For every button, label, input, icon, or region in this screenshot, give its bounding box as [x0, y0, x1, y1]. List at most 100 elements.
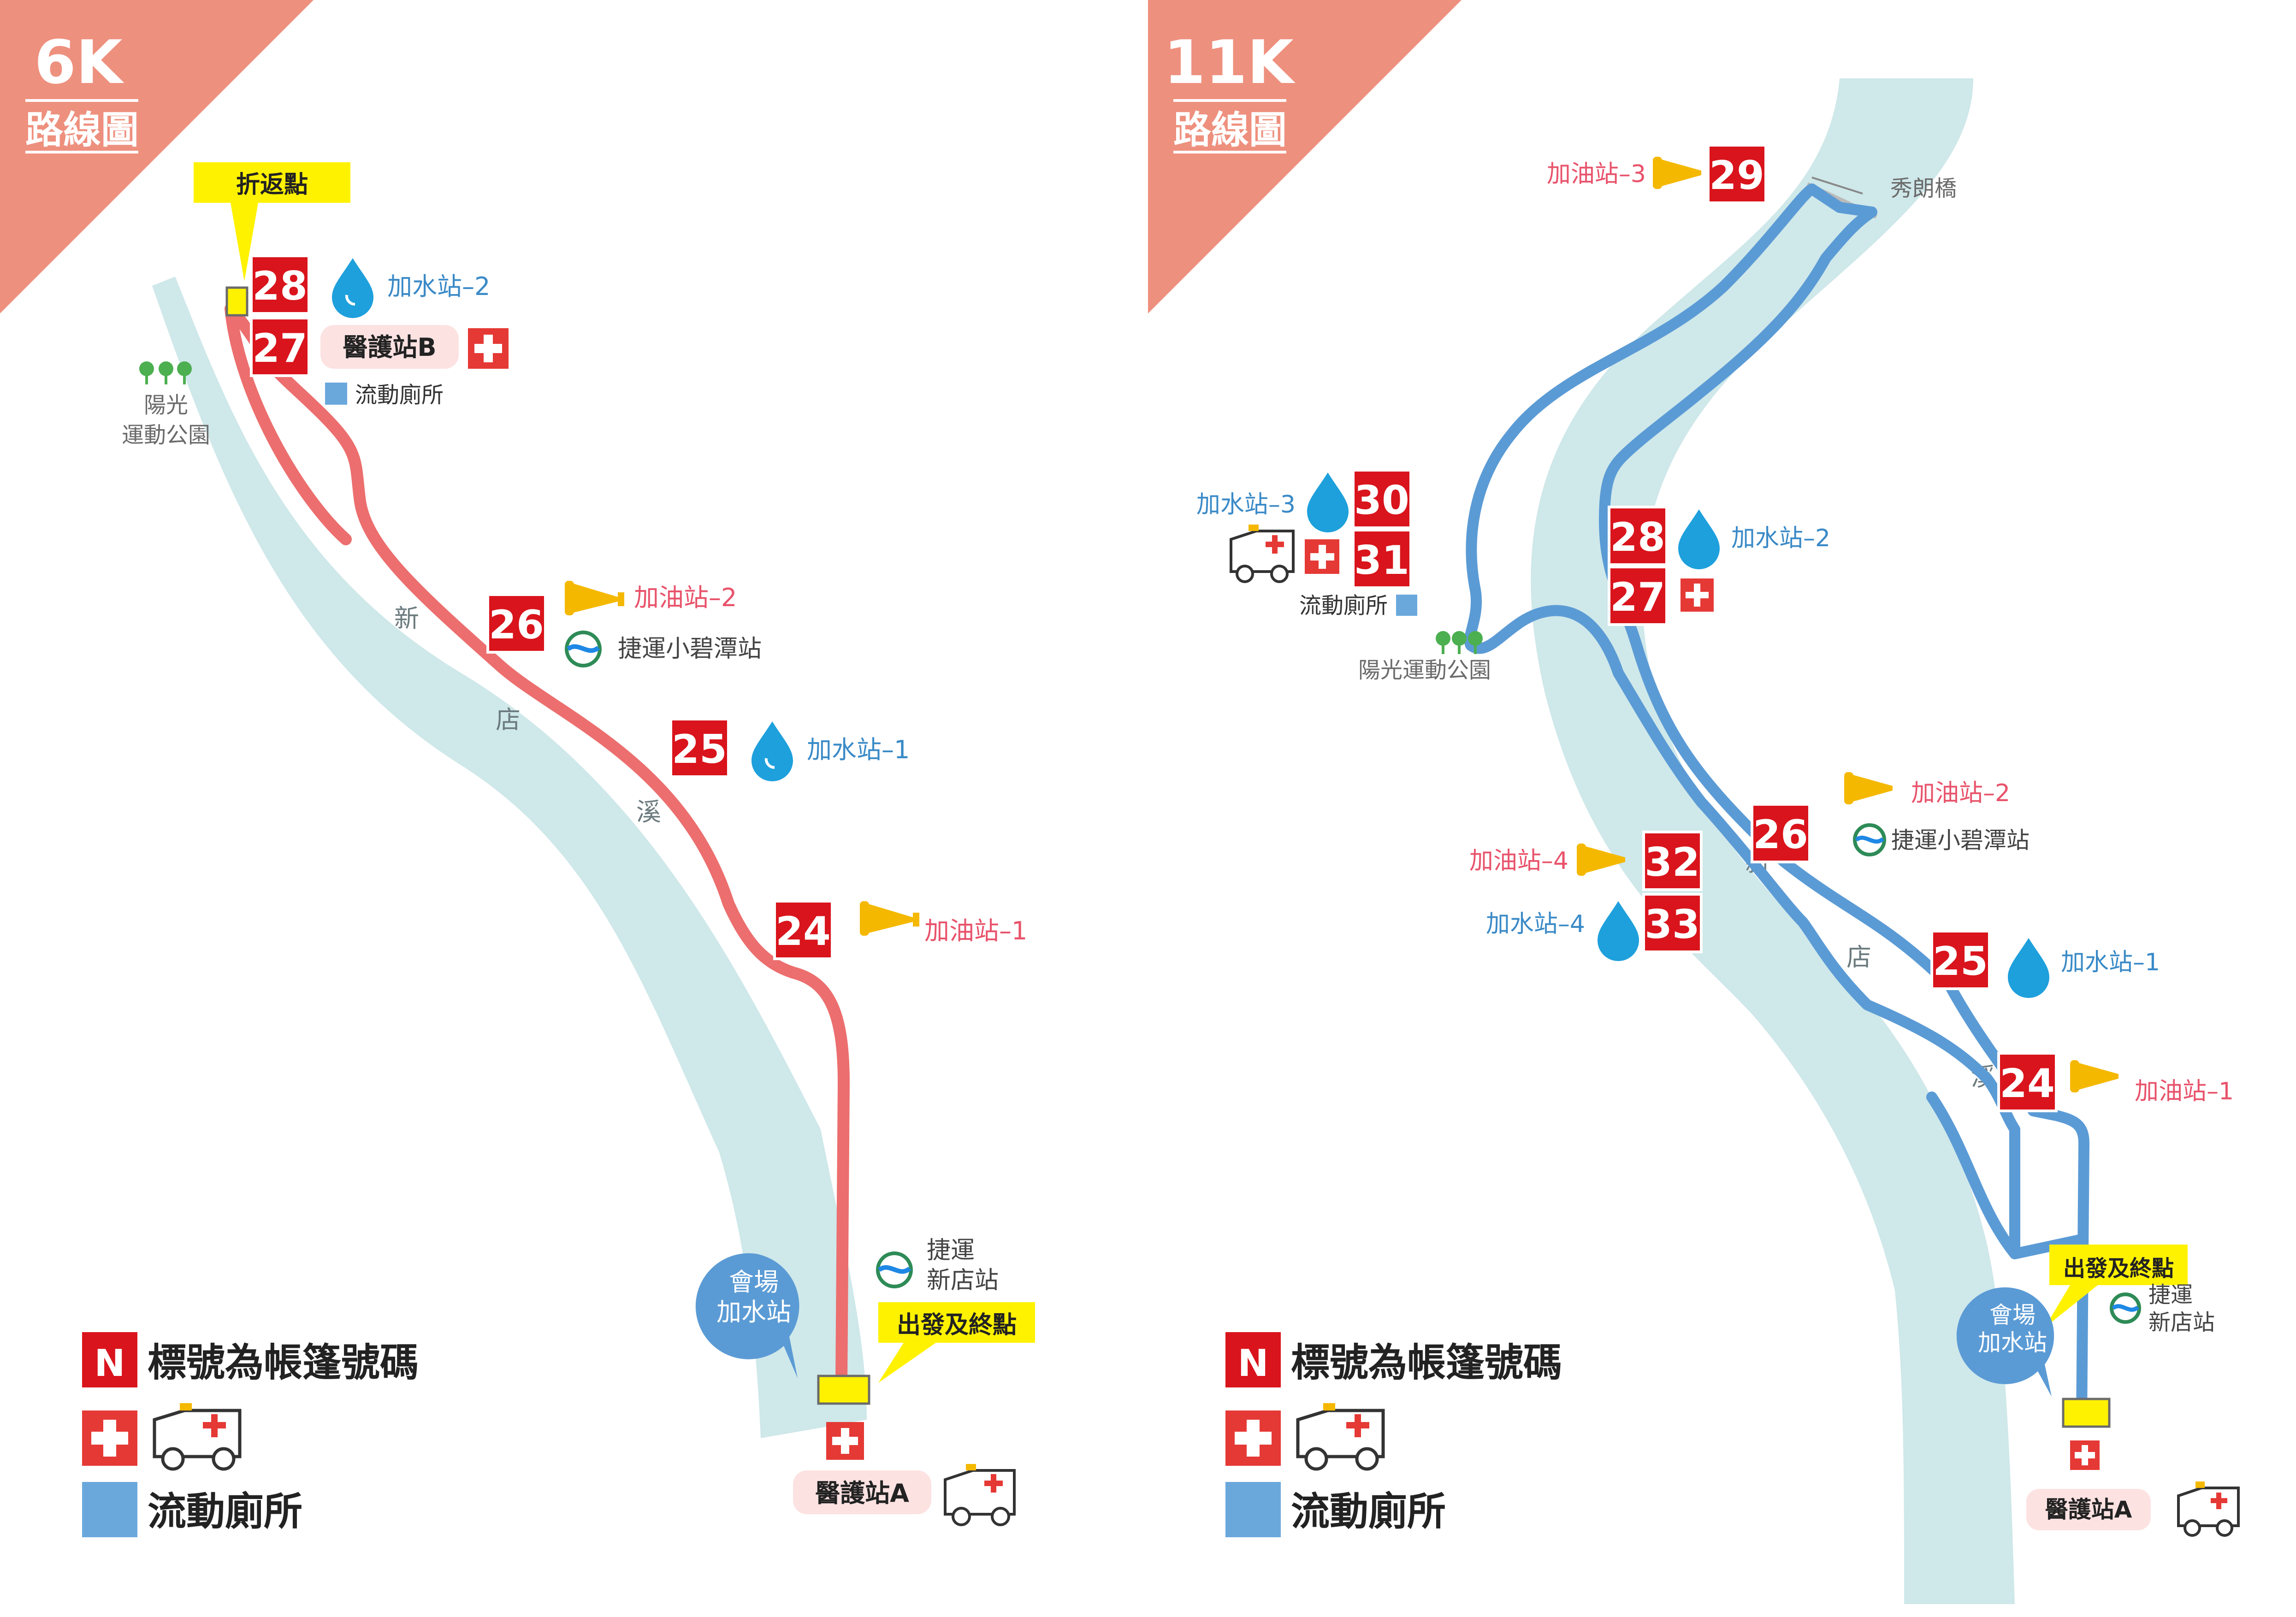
river-label: 新 — [394, 604, 419, 633]
mrt-logo-icon — [565, 631, 602, 667]
tree-icon — [139, 361, 192, 384]
map-11k: 11K 路線圖 新 店 溪 秀朗橋 出發及終點 29 — [1148, 0, 2296, 1617]
ambulance-icon — [2177, 1481, 2240, 1537]
venue-water-label: 加水站 — [1978, 1329, 2047, 1356]
tent-badge — [1608, 506, 1668, 566]
medical-cross-icon — [826, 1422, 864, 1460]
legend-toilet-square — [1225, 1482, 1281, 1537]
tent-badge — [250, 254, 310, 315]
venue-water-label: 會場 — [1989, 1302, 2036, 1328]
venue-water-label: 加水站 — [716, 1298, 791, 1327]
station-label: 加水站–1 — [2061, 949, 2160, 976]
medical-cross-icon — [1681, 578, 1714, 612]
station-label: 加水站–3 — [1196, 491, 1296, 519]
megaphone-icon — [565, 581, 624, 615]
megaphone-icon — [2070, 1060, 2118, 1092]
mrt-logo-icon — [1853, 823, 1886, 856]
tent-badge — [1997, 1052, 2058, 1112]
tent-badge — [669, 718, 730, 778]
start-finish-marker — [2062, 1398, 2111, 1428]
start-finish-label: 出發及終點 — [897, 1311, 1017, 1339]
station-label: 加油站–1 — [924, 916, 1027, 945]
legend-tent-marker — [1225, 1332, 1281, 1387]
turnaround-label: 折返點 — [236, 171, 308, 199]
megaphone-icon — [860, 901, 919, 936]
route-11k — [1464, 183, 2089, 1425]
park-label: 運動公園 — [122, 422, 210, 448]
legend-tent-letter: N — [95, 1342, 125, 1385]
tent-number: 26 — [1753, 812, 1808, 858]
ambulance-icon — [153, 1403, 242, 1471]
water-drop-icon — [332, 258, 373, 318]
water-drop-icon — [752, 721, 793, 781]
venue-water-bubble — [1956, 1287, 2054, 1397]
toilet-square-icon — [1396, 595, 1417, 616]
tent-number: 24 — [2000, 1061, 2055, 1107]
turnaround-marker — [225, 286, 249, 317]
tent-badge — [1642, 893, 1703, 953]
medical-a-pill — [793, 1470, 931, 1514]
start-finish-callout — [2049, 1245, 2188, 1285]
water-drop-icon — [2008, 938, 2049, 998]
start-finish-marker — [817, 1375, 870, 1405]
map-6k: 6K 路線圖 新 店 溪 折返點 陽光 運動公園 — [0, 0, 1035, 1537]
medical-cross-icon — [2070, 1440, 2100, 1470]
legend-tent-text: 標號為帳篷號碼 — [148, 1340, 419, 1385]
venue-water-label: 會場 — [729, 1268, 779, 1297]
medical-a-label: 醫護站A — [2045, 1496, 2132, 1523]
venue-water-bubble — [695, 1253, 799, 1378]
park-label: 陽光運動公園 — [1358, 657, 1491, 683]
tent-badge — [250, 317, 310, 377]
megaphone-icon — [1653, 157, 1701, 189]
bridge-label: 秀朗橋 — [1890, 176, 1957, 201]
medical-b-pill — [320, 325, 459, 369]
corner-badge — [1148, 0, 1462, 313]
tent-number: 25 — [672, 726, 727, 773]
station-label: 加水站–4 — [1486, 910, 1585, 938]
badge-distance: 6K — [34, 27, 124, 97]
medical-cross-icon — [1225, 1410, 1281, 1466]
tree-icon — [1436, 631, 1483, 654]
mrt-label: 新店站 — [2148, 1310, 2215, 1335]
tent-number: 24 — [775, 909, 831, 955]
medical-cross-icon — [1305, 539, 1339, 574]
megaphone-icon — [1577, 844, 1625, 876]
tent-badge — [1352, 529, 1412, 589]
mrt-label: 捷運 — [927, 1237, 975, 1264]
mrt-logo-icon — [876, 1251, 913, 1288]
mrt-label: 新店站 — [927, 1267, 999, 1294]
station-label: 加水站–2 — [387, 272, 490, 301]
tent-number: 30 — [1354, 478, 1409, 524]
ambulance-icon — [1230, 525, 1295, 583]
start-finish-callout — [878, 1302, 1035, 1343]
mrt-label: 捷運小碧潭站 — [618, 635, 762, 663]
ambulance-icon — [944, 1464, 1016, 1526]
mrt-logo-icon — [2110, 1292, 2141, 1324]
turnaround-callout — [194, 162, 350, 203]
megaphone-icon — [1844, 772, 1893, 804]
xindian-river — [1531, 78, 2015, 1604]
turnaround-pointer — [231, 203, 258, 281]
legend-tent-text: 標號為帳篷號碼 — [1291, 1340, 1562, 1385]
water-drop-icon — [1598, 901, 1639, 961]
mrt-label: 捷運小碧潭站 — [1891, 827, 2030, 854]
tent-badge — [1930, 930, 1991, 990]
medical-cross-icon — [468, 328, 509, 369]
medical-b-label: 醫護站B — [343, 333, 436, 362]
start-finish-pointer — [2045, 1285, 2098, 1328]
water-drop-icon — [1678, 509, 1720, 569]
station-label: 加油站–3 — [1547, 160, 1646, 188]
park-label: 陽光 — [144, 392, 188, 418]
water-drop-icon — [1307, 472, 1349, 532]
badge-title: 路線圖 — [25, 108, 139, 152]
medical-cross-icon — [82, 1410, 137, 1466]
tent-number: 33 — [1645, 902, 1700, 948]
legend-tent-letter: N — [1238, 1342, 1269, 1385]
tent-badge — [1707, 144, 1767, 204]
start-finish-label: 出發及終點 — [2063, 1256, 2174, 1281]
legend-toilet-text: 流動廁所 — [148, 1489, 302, 1534]
tent-number: 27 — [1610, 574, 1665, 620]
tent-badge — [486, 593, 547, 654]
toilet-square-icon — [325, 383, 347, 405]
tent-number: 25 — [1933, 938, 1988, 985]
